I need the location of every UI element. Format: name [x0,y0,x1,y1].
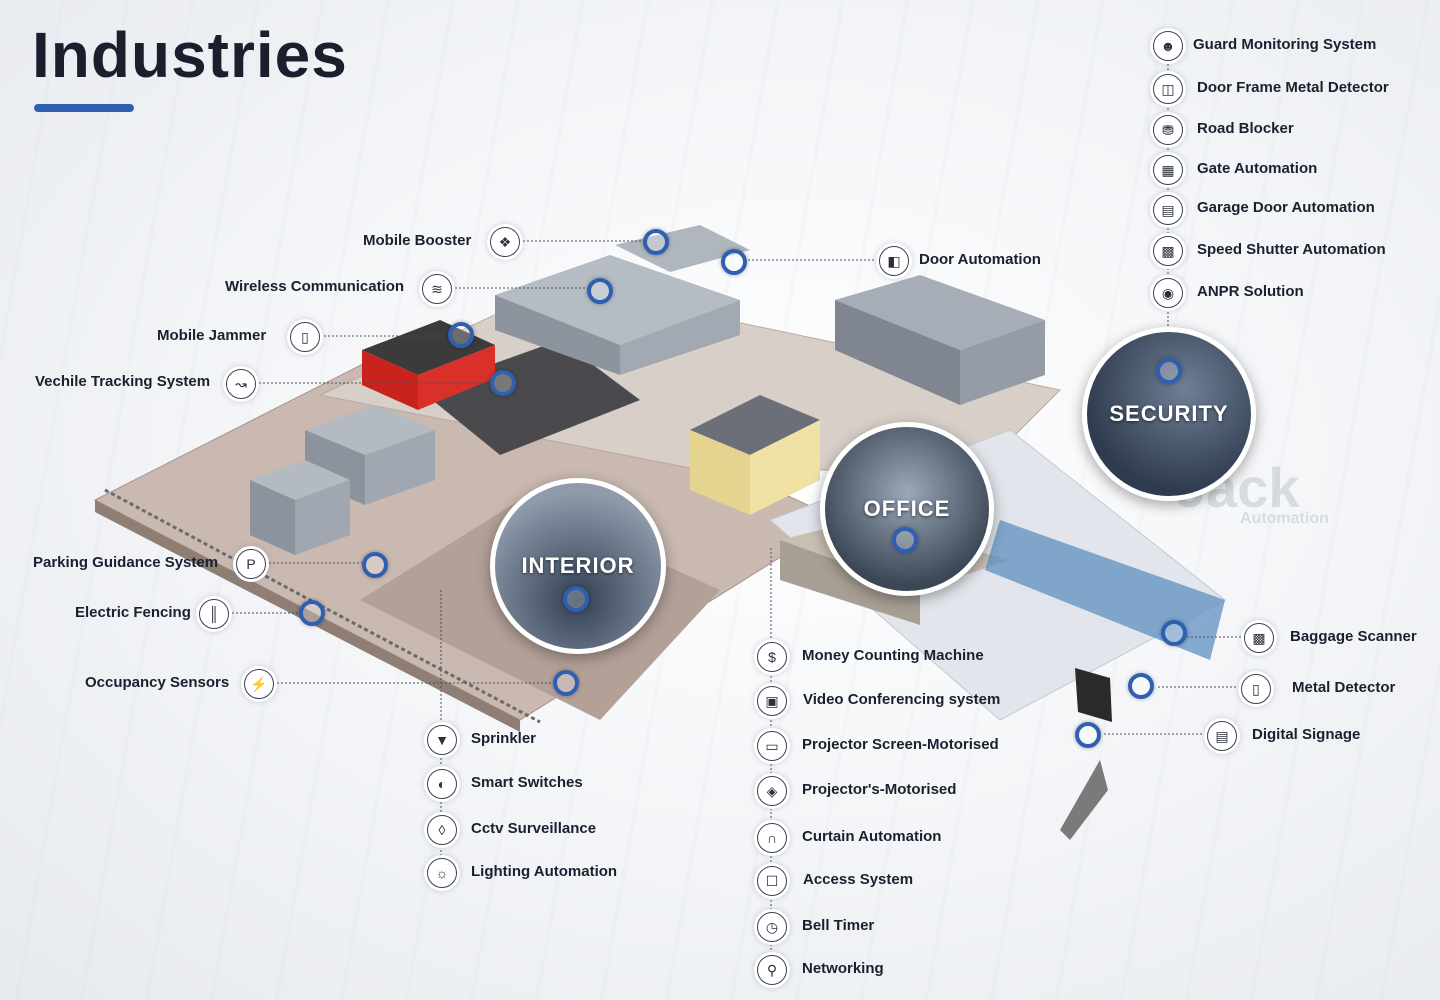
projector-icon: ◈ [757,776,787,806]
bulb-icon: ☼ [427,858,457,888]
hotspot-security[interactable] [1156,358,1182,384]
guard-icon: ☻ [1153,31,1183,61]
shutter-icon: ▩ [1153,236,1183,266]
label-electric-fencing[interactable]: Electric Fencing [75,604,191,621]
label-curtain[interactable]: Curtain Automation [802,828,942,845]
label-mobile-jammer[interactable]: Mobile Jammer [157,327,267,344]
interior-zone[interactable]: INTERIOR [490,478,666,654]
office-zone[interactable]: OFFICE [820,422,994,596]
signage-panel [1060,668,1112,840]
gate-icon: ▦ [1153,155,1183,185]
label-projectors[interactable]: Projector's-Motorised [802,781,957,798]
office-zone-label: OFFICE [863,496,951,521]
label-road-blocker[interactable]: Road Blocker [1197,120,1294,137]
door-icon: ◧ [879,246,909,276]
garage-door-icon: ▤ [1153,195,1183,225]
security-zone[interactable]: SECURITY [1082,327,1256,501]
road-blocker-icon: ⛃ [1153,115,1183,145]
cctv-icon: ◊ [427,815,457,845]
warehouse-rear [615,225,750,272]
label-cctv[interactable]: Cctv Surveillance [471,820,597,837]
hotspot-parking[interactable] [362,552,388,578]
money-icon: $ [757,642,787,672]
label-bell-timer[interactable]: Bell Timer [802,917,875,934]
door-frame-icon: ◫ [1153,74,1183,104]
security-zone-label: SECURITY [1109,401,1229,426]
page-title: Industries [32,19,348,91]
fence-icon: ║ [199,599,229,629]
label-smart-switches[interactable]: Smart Switches [471,774,583,791]
label-wireless-comm[interactable]: Wireless Communication [225,278,405,295]
wifi-icon: ≋ [422,274,452,304]
label-door-automation[interactable]: Door Automation [919,251,1041,268]
watermark-sub: Automation [1240,510,1329,527]
video-icon: ▣ [757,686,787,716]
car-camera-icon: ◉ [1153,278,1183,308]
hotspot-mobile-booster[interactable] [643,229,669,255]
label-parking-guidance[interactable]: Parking Guidance System [33,554,219,571]
hotspot-door-automation[interactable] [721,249,747,275]
label-access-system[interactable]: Access System [803,871,914,888]
grey-block-small [250,460,350,555]
jammer-icon: ▯ [290,322,320,352]
title-underline [34,104,134,112]
hotspot-occupancy[interactable] [553,670,579,696]
hotspot-interior[interactable] [563,586,589,612]
label-guard-monitoring[interactable]: Guard Monitoring System [1193,36,1377,53]
signage-icon: ▤ [1207,721,1237,751]
sprinkler-icon: ▼ [427,725,457,755]
detector-icon: ▯ [1241,674,1271,704]
label-door-frame-detector[interactable]: Door Frame Metal Detector [1197,79,1389,96]
label-lighting[interactable]: Lighting Automation [471,863,618,880]
factory-right [835,275,1045,405]
route-icon: ↝ [226,369,256,399]
hotspot-metal-detector[interactable] [1128,673,1154,699]
label-metal-detector[interactable]: Metal Detector [1292,679,1396,696]
label-occupancy-sensors[interactable]: Occupancy Sensors [85,674,230,691]
hotspot-fencing[interactable] [299,600,325,626]
label-money-counting[interactable]: Money Counting Machine [802,647,984,664]
hotspot-wireless[interactable] [587,278,613,304]
parking-icon: P [236,549,266,579]
screen-icon: ▭ [757,731,787,761]
warehouse-main [495,255,740,375]
label-sprinkler[interactable]: Sprinkler [471,730,537,747]
hotspot-signage[interactable] [1075,722,1101,748]
label-gate-automation[interactable]: Gate Automation [1197,160,1318,177]
label-video-conf[interactable]: Video Conferencing system [803,691,1001,708]
network-icon: ⚲ [757,955,787,985]
scanner-icon: ▩ [1244,623,1274,653]
label-speed-shutter[interactable]: Speed Shutter Automation [1197,241,1386,258]
switch-icon: ◐ [427,769,457,799]
sensor-icon: ⚡ [244,669,274,699]
bell-icon: ◷ [757,912,787,942]
label-networking[interactable]: Networking [802,960,884,977]
interior-zone-label: INTERIOR [521,553,635,578]
signal-icon: ❖ [490,227,520,257]
label-baggage-scanner[interactable]: Baggage Scanner [1290,628,1417,645]
label-anpr[interactable]: ANPR Solution [1197,283,1304,300]
label-digital-signage[interactable]: Digital Signage [1252,726,1361,743]
yellow-house [690,395,820,515]
label-vehicle-tracking[interactable]: Vechile Tracking System [35,373,211,390]
hotspot-baggage[interactable] [1161,620,1187,646]
label-garage-door[interactable]: Garage Door Automation [1197,199,1375,216]
label-projector-screen[interactable]: Projector Screen-Motorised [802,736,999,753]
hotspot-vehicle-tracking[interactable] [490,370,516,396]
label-mobile-booster[interactable]: Mobile Booster [363,232,472,249]
parking-lot [420,340,640,455]
curtain-icon: ∩ [757,823,787,853]
hotspot-mobile-jammer[interactable] [448,322,474,348]
access-icon: ☐ [757,866,787,896]
hotspot-office[interactable] [892,527,918,553]
